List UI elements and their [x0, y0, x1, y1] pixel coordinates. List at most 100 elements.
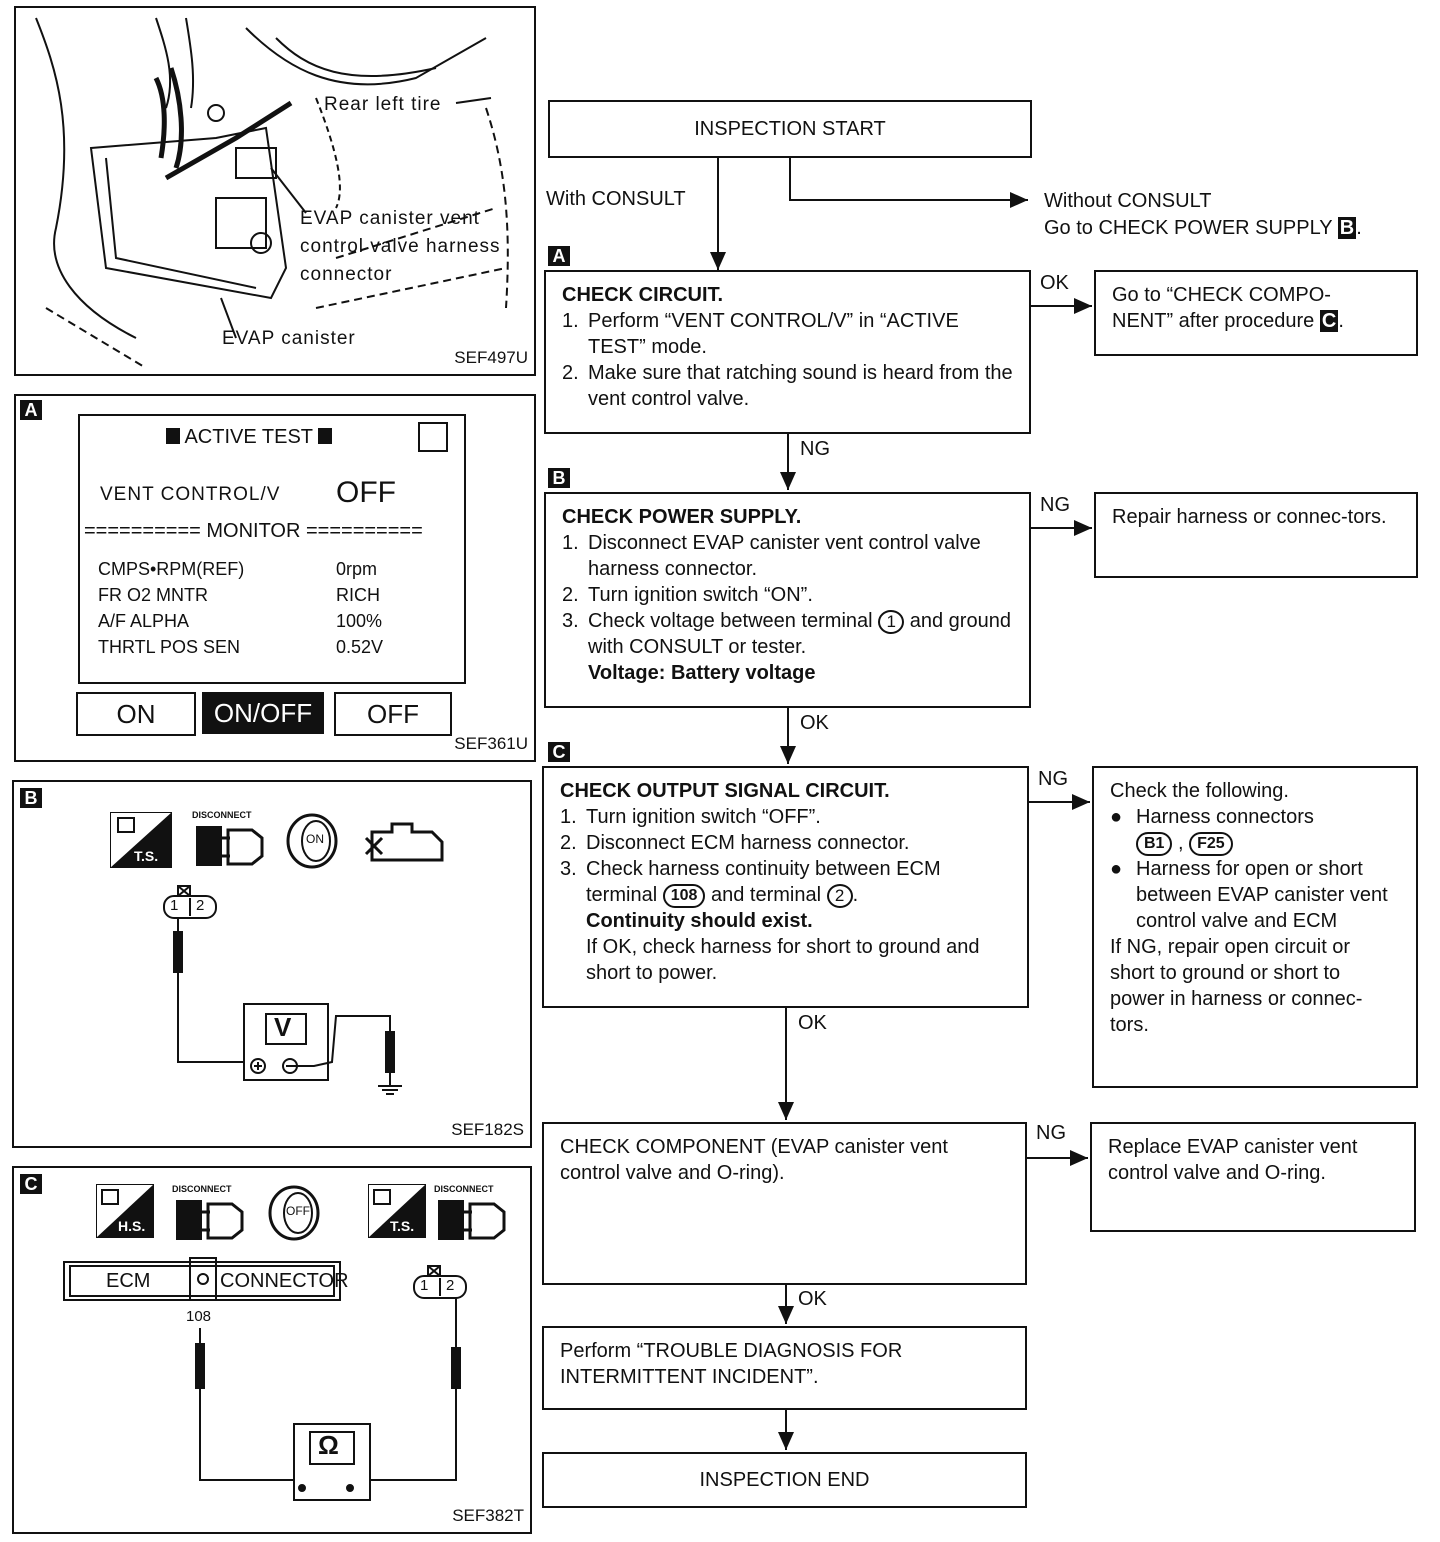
- bullet-harness-open-short: ●Harness for open or short between EVAP …: [1110, 856, 1400, 934]
- valve-label-line1: EVAP canister vent: [300, 208, 480, 229]
- ng-label-c: NG: [1038, 768, 1068, 790]
- inspection-end-text: INSPECTION END: [699, 1469, 870, 1491]
- on-button[interactable]: ON: [76, 692, 196, 736]
- inspection-end-box: INSPECTION END: [542, 1452, 1027, 1508]
- key-off-icon: OFF: [264, 1184, 324, 1242]
- key-off-icon-label: OFF: [286, 1204, 310, 1218]
- figure-b-voltage-check: B T.S. DISCONNECT ON: [12, 780, 532, 1148]
- figure-c-continuity-check: C H.S. DISCONNECT OFF T.S. DISCONNECT: [12, 1166, 532, 1534]
- ng-label-d: NG: [1036, 1122, 1066, 1144]
- trouble-diagnosis-text: Perform “TROUBLE DIAGNOSIS FOR INTERMITT…: [560, 1340, 903, 1388]
- step-text: Make sure that ratching sound is heard f…: [588, 362, 1013, 410]
- terminal-1-circle: 1: [878, 609, 905, 634]
- voltage-spec: Voltage: Battery voltage: [588, 662, 816, 684]
- without-consult-label: Without CONSULT Go to CHECK POWER SUPPLY…: [1044, 188, 1362, 242]
- without-consult-line2-text: Go to CHECK POWER SUPPLY: [1044, 217, 1333, 239]
- figure-ref-sef361u: SEF361U: [454, 734, 528, 753]
- figure-c-badge: C: [20, 1174, 42, 1194]
- step-text-cont: and terminal: [710, 884, 822, 906]
- monitor-name-0: CMPS•RPM(REF): [98, 559, 245, 579]
- valve-label-line2: control valve harness: [300, 236, 501, 257]
- check-output-signal-title: CHECK OUTPUT SIGNAL CIRCUIT.: [560, 780, 890, 802]
- ok-label-c: OK: [798, 1012, 827, 1034]
- without-consult-badge: B: [1337, 217, 1357, 239]
- monitor-name-2: A/F ALPHA: [98, 611, 190, 631]
- power-step-2: 2.Turn ignition switch “ON”.: [562, 584, 813, 606]
- step-b-badge: B: [548, 468, 570, 488]
- pin-1-label: 1: [170, 897, 179, 914]
- off-button[interactable]: OFF: [334, 692, 452, 736]
- pin-2-c-label: 2: [446, 1277, 455, 1294]
- screen-checkbox[interactable]: [418, 422, 448, 452]
- ng-label-b: NG: [1040, 494, 1070, 516]
- check-circuit-box: CHECK CIRCUIT. 1.Perform “VENT CONTROL/V…: [544, 270, 1031, 434]
- repair-harness-box: Repair harness or connec-tors.: [1094, 492, 1418, 578]
- check-following-title: Check the following.: [1110, 780, 1289, 802]
- terminal-108-oval: 108: [662, 883, 706, 908]
- monitor-value-3: 0.52V: [336, 637, 384, 657]
- check-power-supply-box: CHECK POWER SUPPLY. 1.Disconnect EVAP ca…: [544, 492, 1031, 708]
- connector-b1: B1: [1136, 831, 1173, 856]
- ts-icon: T.S.: [110, 812, 172, 868]
- inspection-start-text: INSPECTION START: [694, 118, 886, 140]
- monitor-header: ========== MONITOR ==========: [84, 520, 423, 542]
- step-text: Disconnect ECM harness connector.: [586, 832, 910, 854]
- terminal-2-circle: 2: [826, 883, 853, 908]
- step-number: 2.: [562, 362, 579, 384]
- check-circuit-step-2: 2. Make sure that ratching sound is heard…: [562, 360, 1013, 412]
- hs-icon: H.S.: [96, 1184, 154, 1238]
- canister-label: EVAP canister: [222, 328, 356, 349]
- continuity-wiring: [63, 1257, 467, 1501]
- ohmmeter-label: Ω: [318, 1430, 339, 1460]
- location-drawing: [35, 17, 509, 369]
- figure-b-badge: B: [20, 788, 42, 808]
- vent-control-label: VENT CONTROL/V: [100, 484, 281, 505]
- monitor-value-0: 0rpm: [336, 559, 378, 579]
- check-component-box: CHECK COMPONENT (EVAP canister vent cont…: [542, 1122, 1027, 1285]
- power-step-1: 1.Disconnect EVAP canister vent control …: [562, 530, 1013, 582]
- with-consult-label: With CONSULT: [546, 188, 686, 210]
- consult-display: ACTIVE TEST VENT CONTROL/V OFF =========…: [78, 414, 466, 684]
- ts-icon-label: T.S.: [134, 848, 159, 864]
- ok-label-b: OK: [800, 712, 829, 734]
- step-text: Turn ignition switch “ON”.: [588, 584, 813, 606]
- step-c-badge: C: [548, 742, 570, 762]
- step-text-cont: and ground with CONSULT or tester.: [588, 610, 1011, 658]
- ts-icon-c-label: T.S.: [390, 1218, 415, 1234]
- ng-label-a: NG: [800, 438, 830, 460]
- pin-2-label: 2: [196, 897, 205, 914]
- output-note: If OK, check harness for short to ground…: [586, 936, 980, 984]
- power-step-3: 3.Check voltage between terminal 1 and g…: [562, 609, 1011, 684]
- go-to-line2: NENT” after procedure C.: [1112, 310, 1344, 332]
- go-to-badge: C: [1319, 310, 1339, 332]
- location-figure: Rear left tire EVAP canister vent contro…: [14, 6, 536, 376]
- disconnect-icon-valve-label: DISCONNECT: [434, 1184, 494, 1194]
- valve-label-line3: connector: [300, 264, 393, 285]
- monitor-name-1: FR O2 MNTR: [98, 585, 208, 605]
- ok-label-a: OK: [1040, 272, 1069, 294]
- without-consult-line1: Without CONSULT: [1044, 190, 1212, 212]
- continuity-spec: Continuity should exist.: [586, 910, 813, 932]
- figure-ref-sef382t: SEF382T: [452, 1506, 524, 1525]
- check-following-box: Check the following. ●Harness connectors…: [1092, 766, 1418, 1088]
- replace-valve-box: Replace EVAP canister vent control valve…: [1090, 1122, 1416, 1232]
- go-to-check-component-box: Go to “CHECK COMPO- NENT” after procedur…: [1094, 270, 1418, 356]
- step-number: 1.: [562, 310, 579, 332]
- check-output-signal-box: CHECK OUTPUT SIGNAL CIRCUIT. 1.Turn igni…: [542, 766, 1029, 1008]
- monitor-value-1: RICH: [336, 585, 380, 605]
- engine-icon: [362, 812, 448, 870]
- figure-ref-sef182s: SEF182S: [451, 1120, 524, 1139]
- active-test-title-text: ACTIVE TEST: [184, 426, 313, 448]
- key-on-icon: ON: [282, 812, 342, 870]
- disconnect-icon-ecm-label: DISCONNECT: [172, 1184, 232, 1194]
- step-text: Check voltage between terminal: [588, 610, 873, 632]
- monitor-name-3: THRTL POS SEN: [98, 637, 241, 657]
- check-circuit-title: CHECK CIRCUIT.: [562, 284, 724, 306]
- output-step-1: 1.Turn ignition switch “OFF”.: [560, 806, 821, 828]
- on-off-button[interactable]: ON/OFF: [202, 692, 324, 734]
- repair-harness-text: Repair harness or connec-tors.: [1112, 506, 1387, 528]
- go-to-line2-text: NENT” after procedure: [1112, 310, 1315, 332]
- replace-valve-text: Replace EVAP canister vent control valve…: [1108, 1136, 1358, 1184]
- go-to-line1: Go to “CHECK COMPO-: [1112, 284, 1331, 306]
